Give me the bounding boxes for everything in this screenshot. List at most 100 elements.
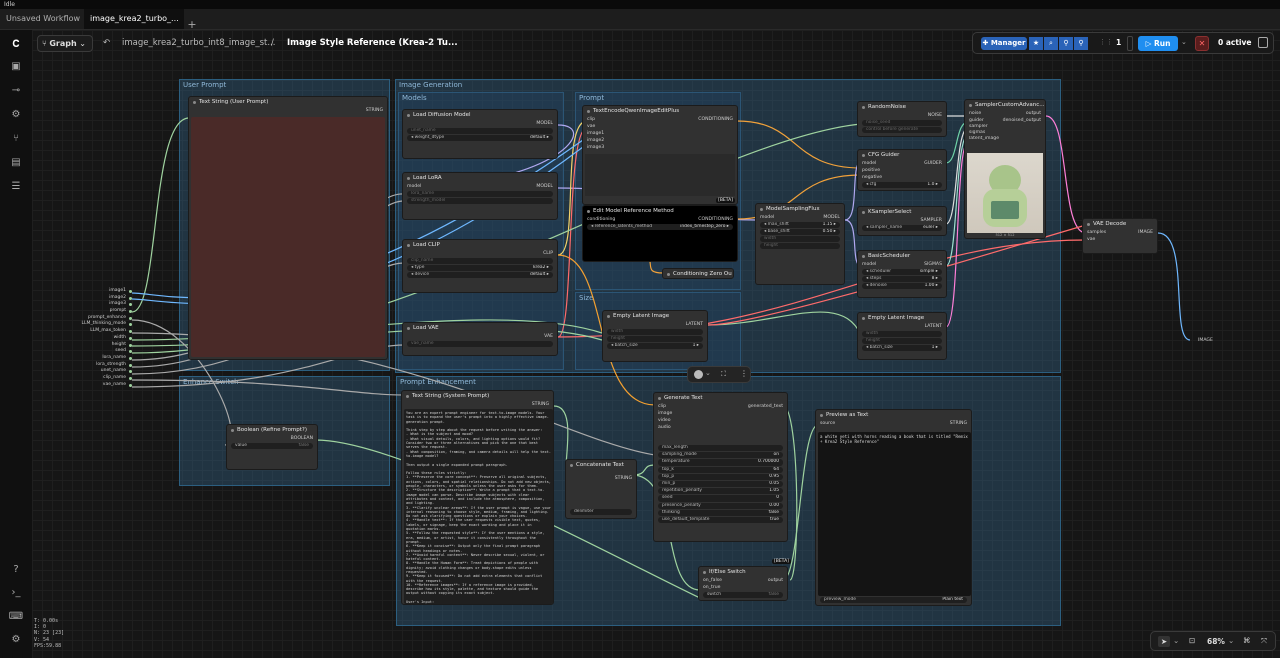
keyboard-icon[interactable]: ⌨ <box>8 611 24 622</box>
subgraph-input-seed[interactable]: seed <box>70 348 132 355</box>
chevron-down-icon[interactable]: ⌄ <box>705 369 711 377</box>
node-conditioning-zero-out[interactable]: Conditioning Zero Ou <box>662 268 734 279</box>
run-options-chevron-icon[interactable]: ⌄ <box>1181 38 1187 46</box>
new-tab-plus-icon[interactable]: + <box>187 18 197 31</box>
subgraph-input-prompt-enhance[interactable]: prompt_enhance <box>70 315 132 322</box>
user-prompt-textarea[interactable] <box>191 117 385 357</box>
node-text-string-system[interactable]: Text String (System Prompt) STRING You a… <box>401 390 554 605</box>
nodes-icon[interactable]: ⊸ <box>11 85 21 96</box>
node-edit-reference[interactable]: Edit Model Reference Method conditioning… <box>582 205 738 262</box>
manager-button[interactable]: ✚ Manager <box>981 37 1027 50</box>
chevron-down-icon[interactable]: ⌄ <box>428 38 436 48</box>
run-button[interactable]: ▷ Run <box>1138 36 1178 51</box>
batch-stepper[interactable] <box>1127 36 1133 51</box>
search-nodes-icon[interactable]: ⌕ <box>1044 37 1058 50</box>
panel-toggle-icon[interactable] <box>1258 37 1268 48</box>
subgraph-input-image3[interactable]: image3 <box>70 301 132 308</box>
subgraph-input-clip-name[interactable]: clip_name <box>70 375 132 382</box>
subgraph-input-width[interactable]: width <box>70 335 132 342</box>
width-widget[interactable]: width <box>607 329 703 335</box>
breadcrumb-workflow[interactable]: image_krea2_turbo_int8_image_st... <box>122 38 276 48</box>
node-load-vae[interactable]: Load VAE VAE vae_name <box>402 322 558 356</box>
more-options-icon[interactable]: ⋮ <box>740 369 748 378</box>
clip-name-widget[interactable]: clip_name <box>407 258 553 264</box>
system-prompt-textarea[interactable]: You are an expert prompt engineer for te… <box>404 409 553 604</box>
strength-widget[interactable]: strength_model <box>407 198 553 204</box>
help-icon[interactable]: ? <box>13 564 19 575</box>
workflows-icon[interactable]: ⑂ <box>13 133 19 144</box>
minimap-icon[interactable]: ⌘ <box>1243 636 1251 645</box>
chevron-down-icon[interactable]: ⌄ <box>1228 636 1235 645</box>
preview-text-area[interactable]: a white yeti with horns reading a book t… <box>818 432 971 596</box>
batch-count[interactable]: 1 <box>1116 38 1122 47</box>
lora-name-widget[interactable]: lora_name <box>407 191 553 197</box>
user-icon[interactable]: ⚲ <box>1059 37 1073 50</box>
height-widget[interactable]: height <box>760 243 840 249</box>
node-empty-latent-2[interactable]: Empty Latent Image LATENT width height ◂… <box>857 312 947 360</box>
node-empty-latent-1[interactable]: Empty Latent Image LATENT width height ◂… <box>602 310 708 362</box>
color-picker-icon[interactable] <box>694 370 703 379</box>
settings-gear-icon[interactable]: ⚙ <box>11 634 21 645</box>
subgraph-input-image1[interactable]: image1 <box>70 288 132 295</box>
fit-selection-icon[interactable]: ⛶ <box>721 370 726 378</box>
terminal-icon[interactable]: ›_ <box>11 587 21 598</box>
width-widget[interactable]: width <box>760 236 840 242</box>
stop-button[interactable]: ✕ <box>1195 36 1209 51</box>
height-widget[interactable]: height <box>607 336 703 342</box>
back-arrow-icon[interactable]: ↶ <box>103 38 111 48</box>
templates-icon[interactable]: ▤ <box>11 157 21 168</box>
comfy-logo-icon[interactable]: 𝐂 <box>12 39 20 50</box>
height-widget[interactable]: height <box>862 338 942 344</box>
subgraph-input-unet-name[interactable]: unet_name <box>70 368 132 375</box>
noise-seed-widget[interactable]: noise_seed <box>862 120 942 126</box>
node-text-string-user[interactable]: Text String (User Prompt) STRING <box>188 96 388 360</box>
subgraph-input-llm-thinking-mode[interactable]: LLM_thinking_mode <box>70 321 132 328</box>
breadcrumb-subgraph[interactable]: Image Style Reference (Krea-2 Tu... <box>287 38 458 48</box>
subgraph-input-llm-max-token[interactable]: LLM_max_token <box>70 328 132 335</box>
node-random-noise[interactable]: RandomNoise NOISE noise_seed control bef… <box>857 101 947 137</box>
subgraph-input-image2[interactable]: image2 <box>70 295 132 302</box>
node-concatenate-text[interactable]: Concatenate Text STRING delimiter <box>565 459 637 519</box>
subgraph-input-lora-strength[interactable]: lora_strength <box>70 362 132 369</box>
drag-handle-icon[interactable]: ⋮⋮ <box>1099 38 1113 46</box>
node-load-diffusion-model[interactable]: Load Diffusion Model MODEL unet_name ◂ w… <box>402 109 558 159</box>
subgraph-input-vae-name[interactable]: vae_name <box>70 382 132 389</box>
output-image-preview[interactable] <box>967 153 1043 233</box>
subgraph-output-image[interactable]: IMAGE <box>1198 338 1213 343</box>
user-search-icon[interactable]: ⚲ <box>1074 37 1088 50</box>
